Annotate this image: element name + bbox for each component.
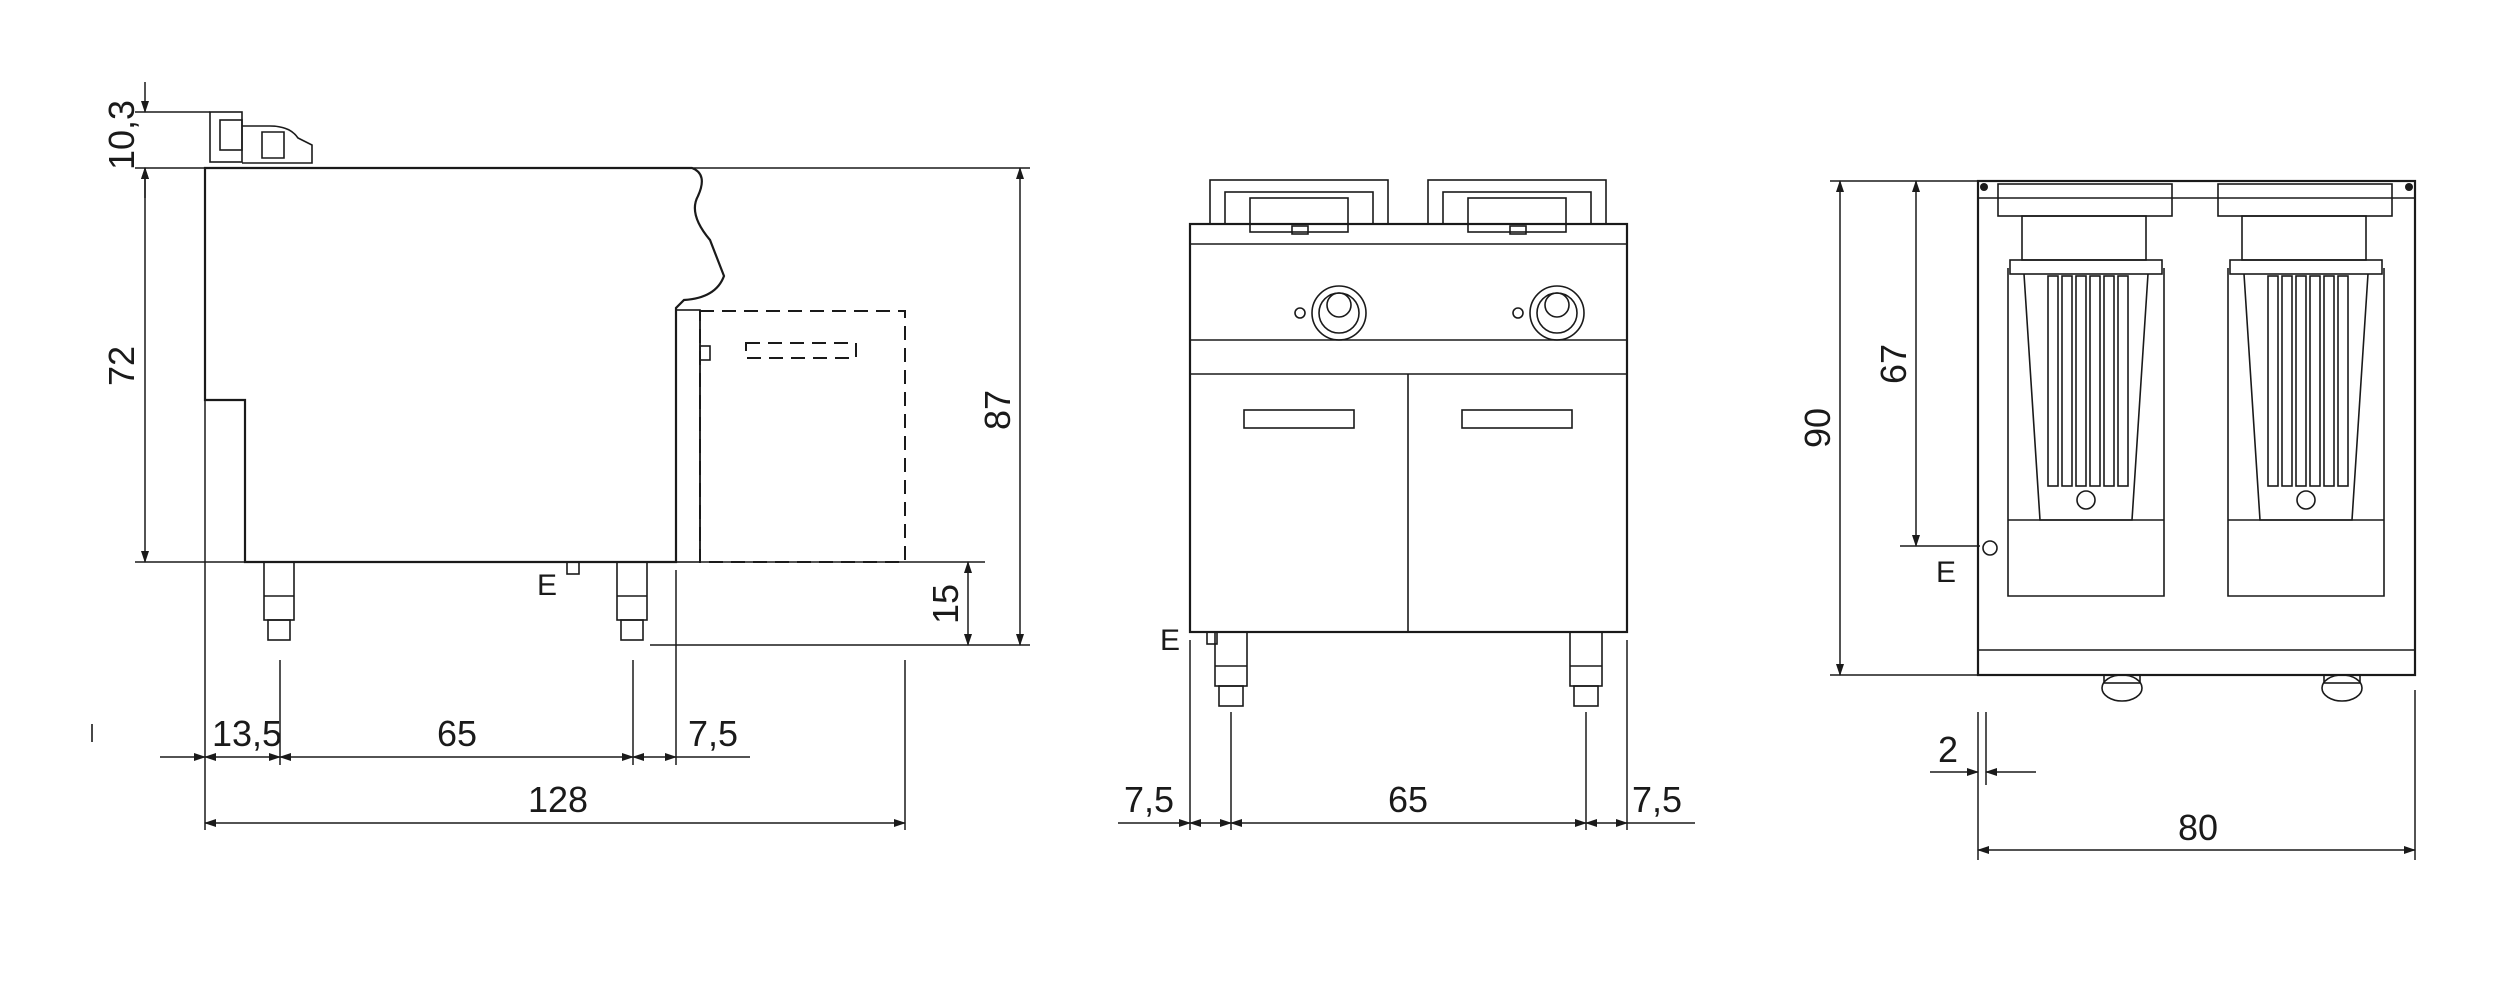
- front-door-handle-right: [1461, 409, 1573, 429]
- front-basket-right: [1427, 179, 1607, 235]
- front-leg-left: [1214, 631, 1248, 707]
- front-door-handle-left: [1243, 409, 1355, 429]
- side-dim-rear-offset: 7,5: [688, 713, 738, 754]
- side-dim-front-offset: 13,5: [212, 713, 282, 754]
- side-body-outline: [203, 166, 726, 564]
- top-fryer-left: [1997, 183, 2173, 597]
- front-dim-left-offset: 7,5: [1124, 779, 1174, 820]
- top-knob-left: [2101, 674, 2143, 702]
- side-dim-motor-height: 10,3: [101, 100, 142, 170]
- side-door-front: [675, 309, 701, 563]
- top-fryer-right: [2217, 183, 2393, 597]
- side-leg-rear: [616, 561, 648, 641]
- top-view: E 90 67 2 80: [1797, 179, 2417, 860]
- top-earth-label: E: [1936, 556, 1956, 589]
- top-knob-right: [2321, 674, 2363, 702]
- front-knob-left: [1294, 285, 1367, 341]
- side-dim-leg-height: 15: [925, 584, 966, 624]
- side-dim-total-height: 87: [977, 390, 1018, 430]
- side-dim-total-depth: 128: [528, 779, 588, 820]
- side-view: E 10,3 72 87 15 13,5 65 7,5: [101, 82, 1030, 830]
- side-dim-leg-spacing: 65: [437, 713, 477, 754]
- top-dim-width: 80: [2178, 807, 2218, 848]
- side-dim-body-height: 72: [101, 346, 142, 386]
- top-dim-tank-depth: 67: [1873, 344, 1914, 384]
- front-knob-right: [1512, 285, 1585, 341]
- front-view: E 7,5 65 7,5: [1118, 179, 1695, 830]
- side-earth-label: E: [537, 569, 557, 602]
- top-dim-edge: 2: [1938, 729, 1958, 770]
- side-door-handle-dashed: [745, 342, 857, 359]
- side-top-control-box: [209, 111, 313, 164]
- front-leg-right: [1569, 631, 1603, 707]
- top-outline: [1976, 179, 2417, 677]
- front-dim-right-offset: 7,5: [1632, 779, 1682, 820]
- top-dim-depth: 90: [1797, 408, 1838, 448]
- front-earth-label: E: [1160, 624, 1180, 657]
- side-leg-front: [263, 561, 295, 641]
- front-basket-left: [1209, 179, 1389, 235]
- front-dim-leg-spacing: 65: [1388, 779, 1428, 820]
- side-door-open-dashed: [699, 310, 906, 563]
